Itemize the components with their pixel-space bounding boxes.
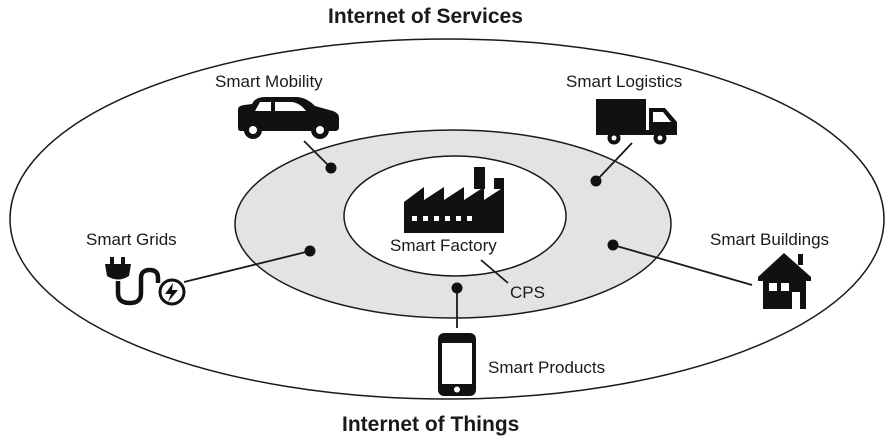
house-icon	[758, 253, 811, 309]
connector-cps-pointer	[480, 259, 509, 284]
title-internet-of-things: Internet of Things	[342, 413, 520, 436]
label-smart-grids: Smart Grids	[86, 230, 177, 249]
dot-smart-buildings	[607, 239, 619, 251]
label-smart-logistics: Smart Logistics	[566, 72, 683, 91]
connector-smart-mobility	[303, 140, 332, 169]
connector-smart-buildings	[612, 244, 753, 286]
dot-smart-products	[451, 282, 463, 294]
plug-icon	[105, 257, 186, 306]
connector-smart-grids	[183, 250, 311, 283]
connector-smart-logistics	[595, 142, 633, 182]
label-smart-mobility: Smart Mobility	[215, 72, 323, 91]
dot-smart-mobility	[325, 162, 337, 174]
tablet-icon	[438, 333, 476, 396]
label-smart-factory: Smart Factory	[390, 236, 497, 255]
truck-icon	[596, 99, 677, 145]
label-smart-buildings: Smart Buildings	[710, 230, 830, 249]
connector-dots	[304, 162, 619, 294]
dot-smart-logistics	[590, 175, 602, 187]
label-cps: CPS	[510, 283, 545, 302]
connector-lines	[183, 140, 753, 328]
dot-smart-grids	[304, 245, 316, 257]
label-smart-products: Smart Products	[488, 358, 606, 377]
title-internet-of-services: Internet of Services	[328, 5, 523, 28]
car-icon	[238, 97, 339, 139]
factory-icon	[404, 167, 504, 233]
